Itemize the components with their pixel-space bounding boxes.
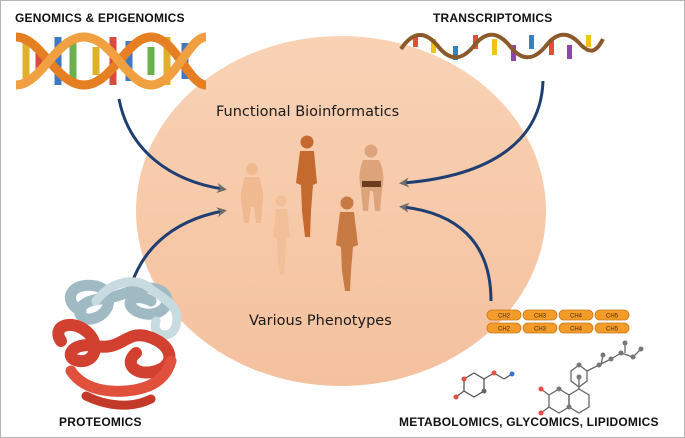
lipid-chain-label: CH5: [606, 314, 619, 320]
arrow-genomics: [117, 98, 227, 194]
lipid-chain-icon: [486, 309, 630, 334]
lipid-chain-label: CH4: [570, 314, 583, 320]
lipid-chain-label: CH2: [498, 327, 511, 333]
human-figure-icon: [336, 196, 358, 291]
label-proteomics: PROTEOMICS: [59, 415, 142, 429]
protein-structure-icon: [52, 277, 182, 410]
dna-double-helix-icon: [15, 32, 208, 90]
human-figure-icon: [296, 135, 317, 237]
label-genomics: GENOMICS & EPIGENOMICS: [15, 11, 185, 25]
phenotype-ellipse: [136, 36, 546, 386]
label-metabolomics: METABOLOMICS, GLYCOMICS, LIPIDOMICS: [399, 415, 659, 429]
center-subtitle: Various Phenotypes: [249, 313, 392, 329]
arrow-transcriptomics: [399, 80, 545, 188]
rna-strand-icon: [399, 32, 605, 61]
molecule-icon: [538, 340, 644, 416]
lipid-chain-label: CH5: [606, 327, 619, 333]
label-transcriptomics: TRANSCRIPTOMICS: [433, 11, 553, 25]
human-figure-icon: [241, 163, 263, 223]
human-figure-icon: [359, 144, 384, 211]
molecule-icon: [540, 343, 642, 414]
lipid-chain-label: CH3: [534, 327, 547, 333]
arrow-metabolomics: [399, 202, 493, 302]
lipid-chain-label: CH2: [498, 314, 511, 320]
lipid-chain-label: CH4: [570, 327, 583, 333]
human-figure-icon: [273, 195, 290, 275]
center-title: Functional Bioinformatics: [216, 104, 400, 120]
molecule-icon: [453, 370, 515, 400]
lipid-chain-label: CH3: [534, 314, 547, 320]
